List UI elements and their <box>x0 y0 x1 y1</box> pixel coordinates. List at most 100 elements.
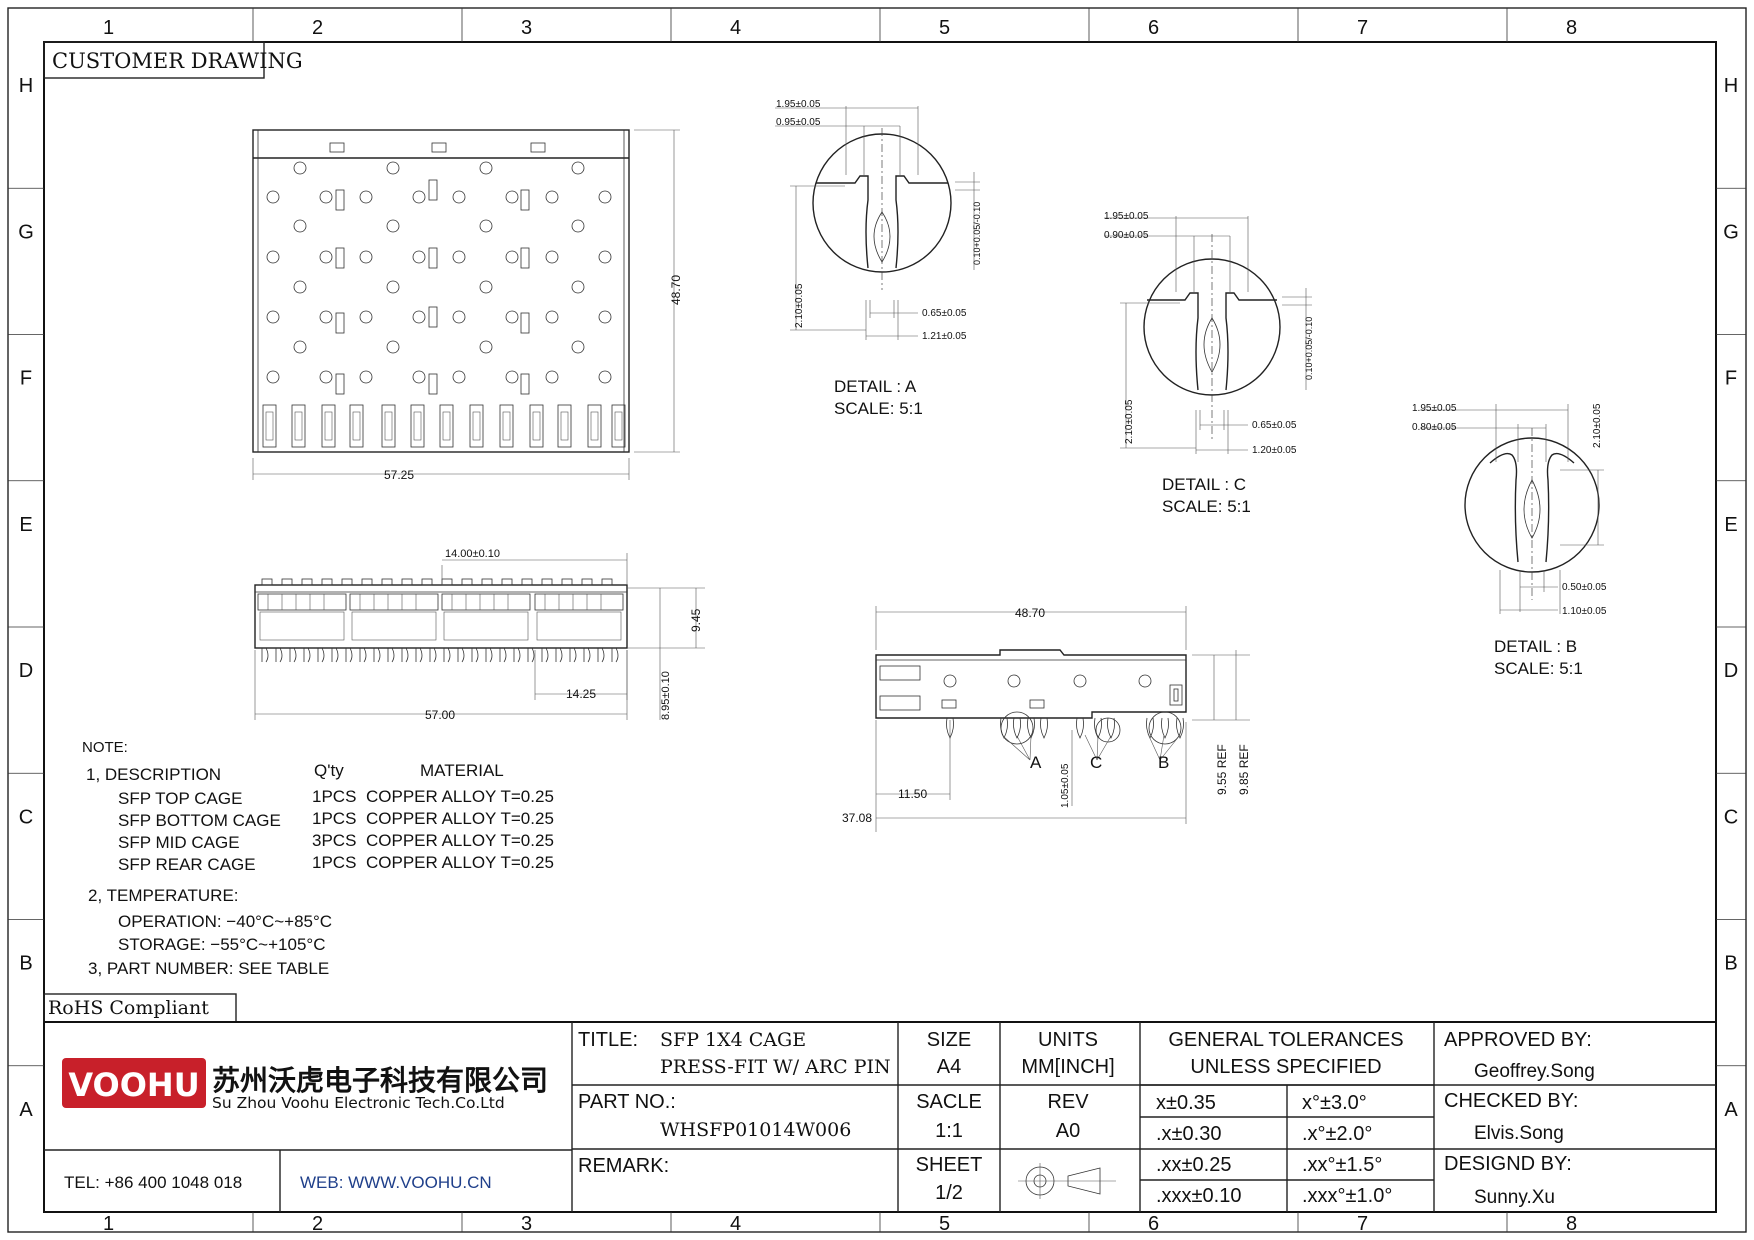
zone-column-3-top: 3 <box>521 17 532 39</box>
rohs-label: RoHS Compliant <box>48 997 209 1019</box>
detail-a-dim-1: 1.95±0.05 <box>776 99 821 110</box>
checked-value: Elvis.Song <box>1474 1123 1564 1144</box>
zone-row-F-left: F <box>20 368 32 390</box>
zone-column-7-top: 7 <box>1357 17 1368 39</box>
rev-value: A0 <box>1056 1120 1080 1142</box>
tolerances-label-1: GENERAL TOLERANCES <box>1168 1029 1403 1051</box>
tolerance-linear: .xx±0.25 <box>1156 1154 1231 1176</box>
title-line-2: PRESS-FIT W/ ARC PIN <box>660 1056 891 1078</box>
zone-row-E-left: E <box>19 514 32 536</box>
detail-a-dim-3: 0.10+0.05/-0.10 <box>972 202 982 265</box>
sheet-label: SHEET <box>916 1154 983 1176</box>
part-name: SFP TOP CAGE <box>118 789 242 808</box>
title-block: VOOHU 苏州沃虎电子科技有限公司 Su Zhou Voohu Electro… <box>44 1021 1716 1212</box>
drawing-header: CUSTOMER DRAWING <box>43 41 303 79</box>
zone-column-4-bottom: 4 <box>730 1213 741 1235</box>
detail-b-dim-3: 2.10±0.05 <box>1592 403 1603 448</box>
tolerance-linear: .x±0.30 <box>1156 1123 1221 1145</box>
detail-c: 1.95±0.05 0.90±0.05 0.10+0.05/-0.10 2.10… <box>1104 211 1314 516</box>
zone-column-2-top: 2 <box>312 17 323 39</box>
detail-a-name: DETAIL : A <box>834 377 917 396</box>
tolerance-angular: .x°±2.0° <box>1302 1123 1372 1145</box>
zone-column-1-top: 1 <box>103 17 114 39</box>
detail-b: 1.95±0.05 0.80±0.05 2.10±0.05 0.50±0.05 … <box>1412 403 1607 678</box>
scale-label: SACLE <box>916 1091 982 1113</box>
detail-c-dim-4: 2.10±0.05 <box>1124 399 1135 444</box>
detail-b-dim-4: 0.50±0.05 <box>1562 582 1607 593</box>
part-no-value: WHSFP01014W006 <box>660 1119 851 1141</box>
side-pin-dim: 1.05±0.05 <box>1060 763 1071 808</box>
zone-row-A-left: A <box>19 1099 33 1121</box>
notes-item-2: 2, TEMPERATURE: <box>88 886 239 905</box>
front-port-width-dim: 14.25 <box>566 687 596 701</box>
front-view: 14.00±0.10 9.45 8.95±0.10 14.25 57.00 <box>254 548 705 722</box>
top-spring-tabs <box>261 578 613 586</box>
company-name-cn: 苏州沃虎电子科技有限公司 <box>212 1064 548 1097</box>
title-label: TITLE: <box>578 1029 638 1051</box>
zone-row-H-left: H <box>19 75 33 97</box>
units-label: UNITS <box>1038 1029 1098 1051</box>
detail-c-name: DETAIL : C <box>1162 475 1246 494</box>
tolerance-angular: x°±3.0° <box>1302 1092 1367 1114</box>
tolerance-linear: x±0.35 <box>1156 1092 1216 1114</box>
front-pitch-dim: 14.00±0.10 <box>445 548 500 560</box>
part-qty: 1PCS <box>312 787 356 806</box>
side-offset-dim: 11.50 <box>898 787 927 801</box>
notes-block: NOTE: 1, DESCRIPTION Q'ty MATERIAL SFP T… <box>82 739 554 978</box>
tolerance-angular: .xx°±1.5° <box>1302 1154 1382 1176</box>
part-qty: 3PCS <box>312 831 356 850</box>
top-view-height-dim: 48.70 <box>669 275 683 305</box>
detail-c-scale: SCALE: 5:1 <box>1162 497 1251 516</box>
detail-a: 1.95±0.05 0.95±0.05 0.10+0.05/-0.10 2.10… <box>775 99 982 418</box>
sheet-value: 1/2 <box>935 1182 963 1204</box>
company-logo-badge <box>62 1058 206 1108</box>
title-line-1: SFP 1X4 CAGE <box>660 1029 806 1051</box>
side-overall-dim: 37.08 <box>842 811 872 825</box>
detail-a-dim-6: 1.21±0.05 <box>922 331 967 342</box>
approved-label: APPROVED BY: <box>1444 1029 1592 1051</box>
zone-column-6-bottom: 6 <box>1148 1213 1159 1235</box>
side-ref-dim-1: 9.55 REF <box>1215 744 1229 795</box>
tolerances-label-2: UNLESS SPECIFIED <box>1190 1056 1381 1078</box>
detail-c-dim-1: 1.95±0.05 <box>1104 211 1149 222</box>
part-name: SFP MID CAGE <box>118 833 240 852</box>
side-length-dim: 48.70 <box>1015 606 1045 620</box>
side-pin-row <box>946 717 1184 739</box>
notes-material-header: MATERIAL <box>420 761 504 780</box>
units-value: MM[INCH] <box>1021 1056 1114 1078</box>
notes-item-1: 1, DESCRIPTION <box>86 765 221 784</box>
zone-row-H-right: H <box>1724 75 1738 97</box>
zone-column-6-top: 6 <box>1148 17 1159 39</box>
zone-row-C-left: C <box>19 806 33 828</box>
part-material: COPPER ALLOY T=0.25 <box>366 787 554 806</box>
zone-column-4-top: 4 <box>730 17 741 39</box>
remark-label: REMARK: <box>578 1155 669 1177</box>
part-material: COPPER ALLOY T=0.25 <box>366 853 554 872</box>
zone-row-D-right: D <box>1724 660 1738 682</box>
zone-column-2-bottom: 2 <box>312 1213 323 1235</box>
callout-c: C <box>1090 753 1102 772</box>
side-view: A C B 48.70 11.50 37.08 1.05±0.05 9.55 R… <box>842 606 1251 832</box>
company-logo-text: VOOHU <box>68 1066 199 1104</box>
notes-qty-header: Q'ty <box>314 761 344 780</box>
scale-value: 1:1 <box>935 1120 963 1142</box>
zone-column-5-bottom: 5 <box>939 1213 950 1235</box>
zone-row-F-right: F <box>1725 368 1737 390</box>
detail-b-name: DETAIL : B <box>1494 637 1577 656</box>
size-value: A4 <box>937 1056 961 1078</box>
size-label: SIZE <box>927 1029 971 1051</box>
side-ref-dim-2: 9.85 REF <box>1237 744 1251 795</box>
part-no-label: PART NO.: <box>578 1091 676 1113</box>
zone-column-8-top: 8 <box>1566 17 1577 39</box>
projection-symbol-icon <box>1018 1163 1116 1199</box>
zone-column-3-bottom: 3 <box>521 1213 532 1235</box>
zone-column-5-top: 5 <box>939 17 950 39</box>
detail-c-dim-6: 1.20±0.05 <box>1252 445 1297 456</box>
designed-label: DESIGND BY: <box>1444 1153 1572 1175</box>
notes-operation: OPERATION: −40°C~+85°C <box>118 912 332 931</box>
detail-b-scale: SCALE: 5:1 <box>1494 659 1583 678</box>
